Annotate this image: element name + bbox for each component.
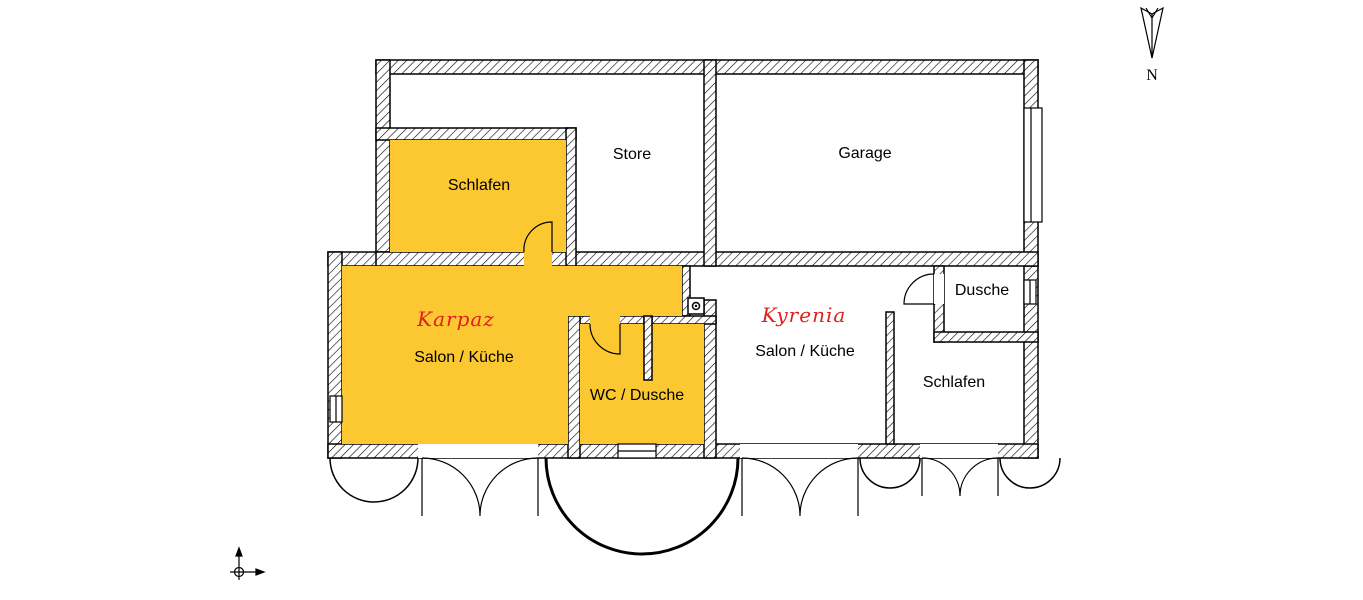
door-swing-wc (589, 323, 621, 355)
label-karpaz: Karpaz (416, 307, 495, 331)
wall-schlafen-top (375, 127, 577, 141)
north-arrow-icon: N (1140, 6, 1164, 84)
room-wc-fill (580, 324, 704, 444)
door-swing-left (329, 457, 419, 503)
door-gap-wc (590, 316, 620, 324)
double-door-karpaz (421, 457, 539, 517)
door-gap-schlafen (524, 252, 552, 266)
door-swing-small-1 (859, 457, 921, 489)
room-salon-left-fill (342, 266, 682, 444)
wall-schlafen-right (565, 127, 577, 267)
door-swing-big (544, 457, 740, 556)
wall-kyrenia-partition (885, 311, 895, 445)
label-salon-right: Salon / Küche (755, 343, 855, 360)
garage-window (1023, 107, 1043, 223)
door-gap-dusche (934, 274, 944, 304)
openings (329, 107, 1061, 556)
double-door-schlafen (921, 457, 999, 497)
label-salon-left: Salon / Küche (414, 349, 514, 366)
room-schlafen-top-fill (390, 140, 566, 252)
wall-wc-left (567, 315, 581, 459)
wall-left-upper (375, 59, 391, 267)
label-garage: Garage (838, 145, 891, 162)
label-kyrenia: Kyrenia (761, 303, 847, 327)
label-schlafen-right: Schlafen (923, 374, 985, 391)
room-labels: Store Garage Schlafen Karpaz Salon / Küc… (414, 145, 1009, 404)
wall-store-garage (703, 59, 717, 267)
wall-wc-inner-overlay (643, 315, 653, 381)
door-swing-dusche (903, 273, 935, 305)
room-fills (342, 140, 704, 444)
door-swing-schlafen (523, 221, 553, 253)
shaft-icon (687, 297, 705, 315)
door-swing-small-2 (999, 457, 1061, 489)
origin-axes-icon (230, 546, 266, 580)
wall-dusche-bottom (933, 331, 1039, 343)
label-wc: WC / Dusche (590, 387, 684, 404)
wall-left-lower (327, 251, 343, 459)
north-label: N (1146, 67, 1158, 84)
label-schlafen-top: Schlafen (448, 177, 510, 194)
label-store: Store (613, 146, 651, 163)
label-dusche: Dusche (955, 282, 1009, 299)
double-door-kyrenia (741, 457, 859, 517)
